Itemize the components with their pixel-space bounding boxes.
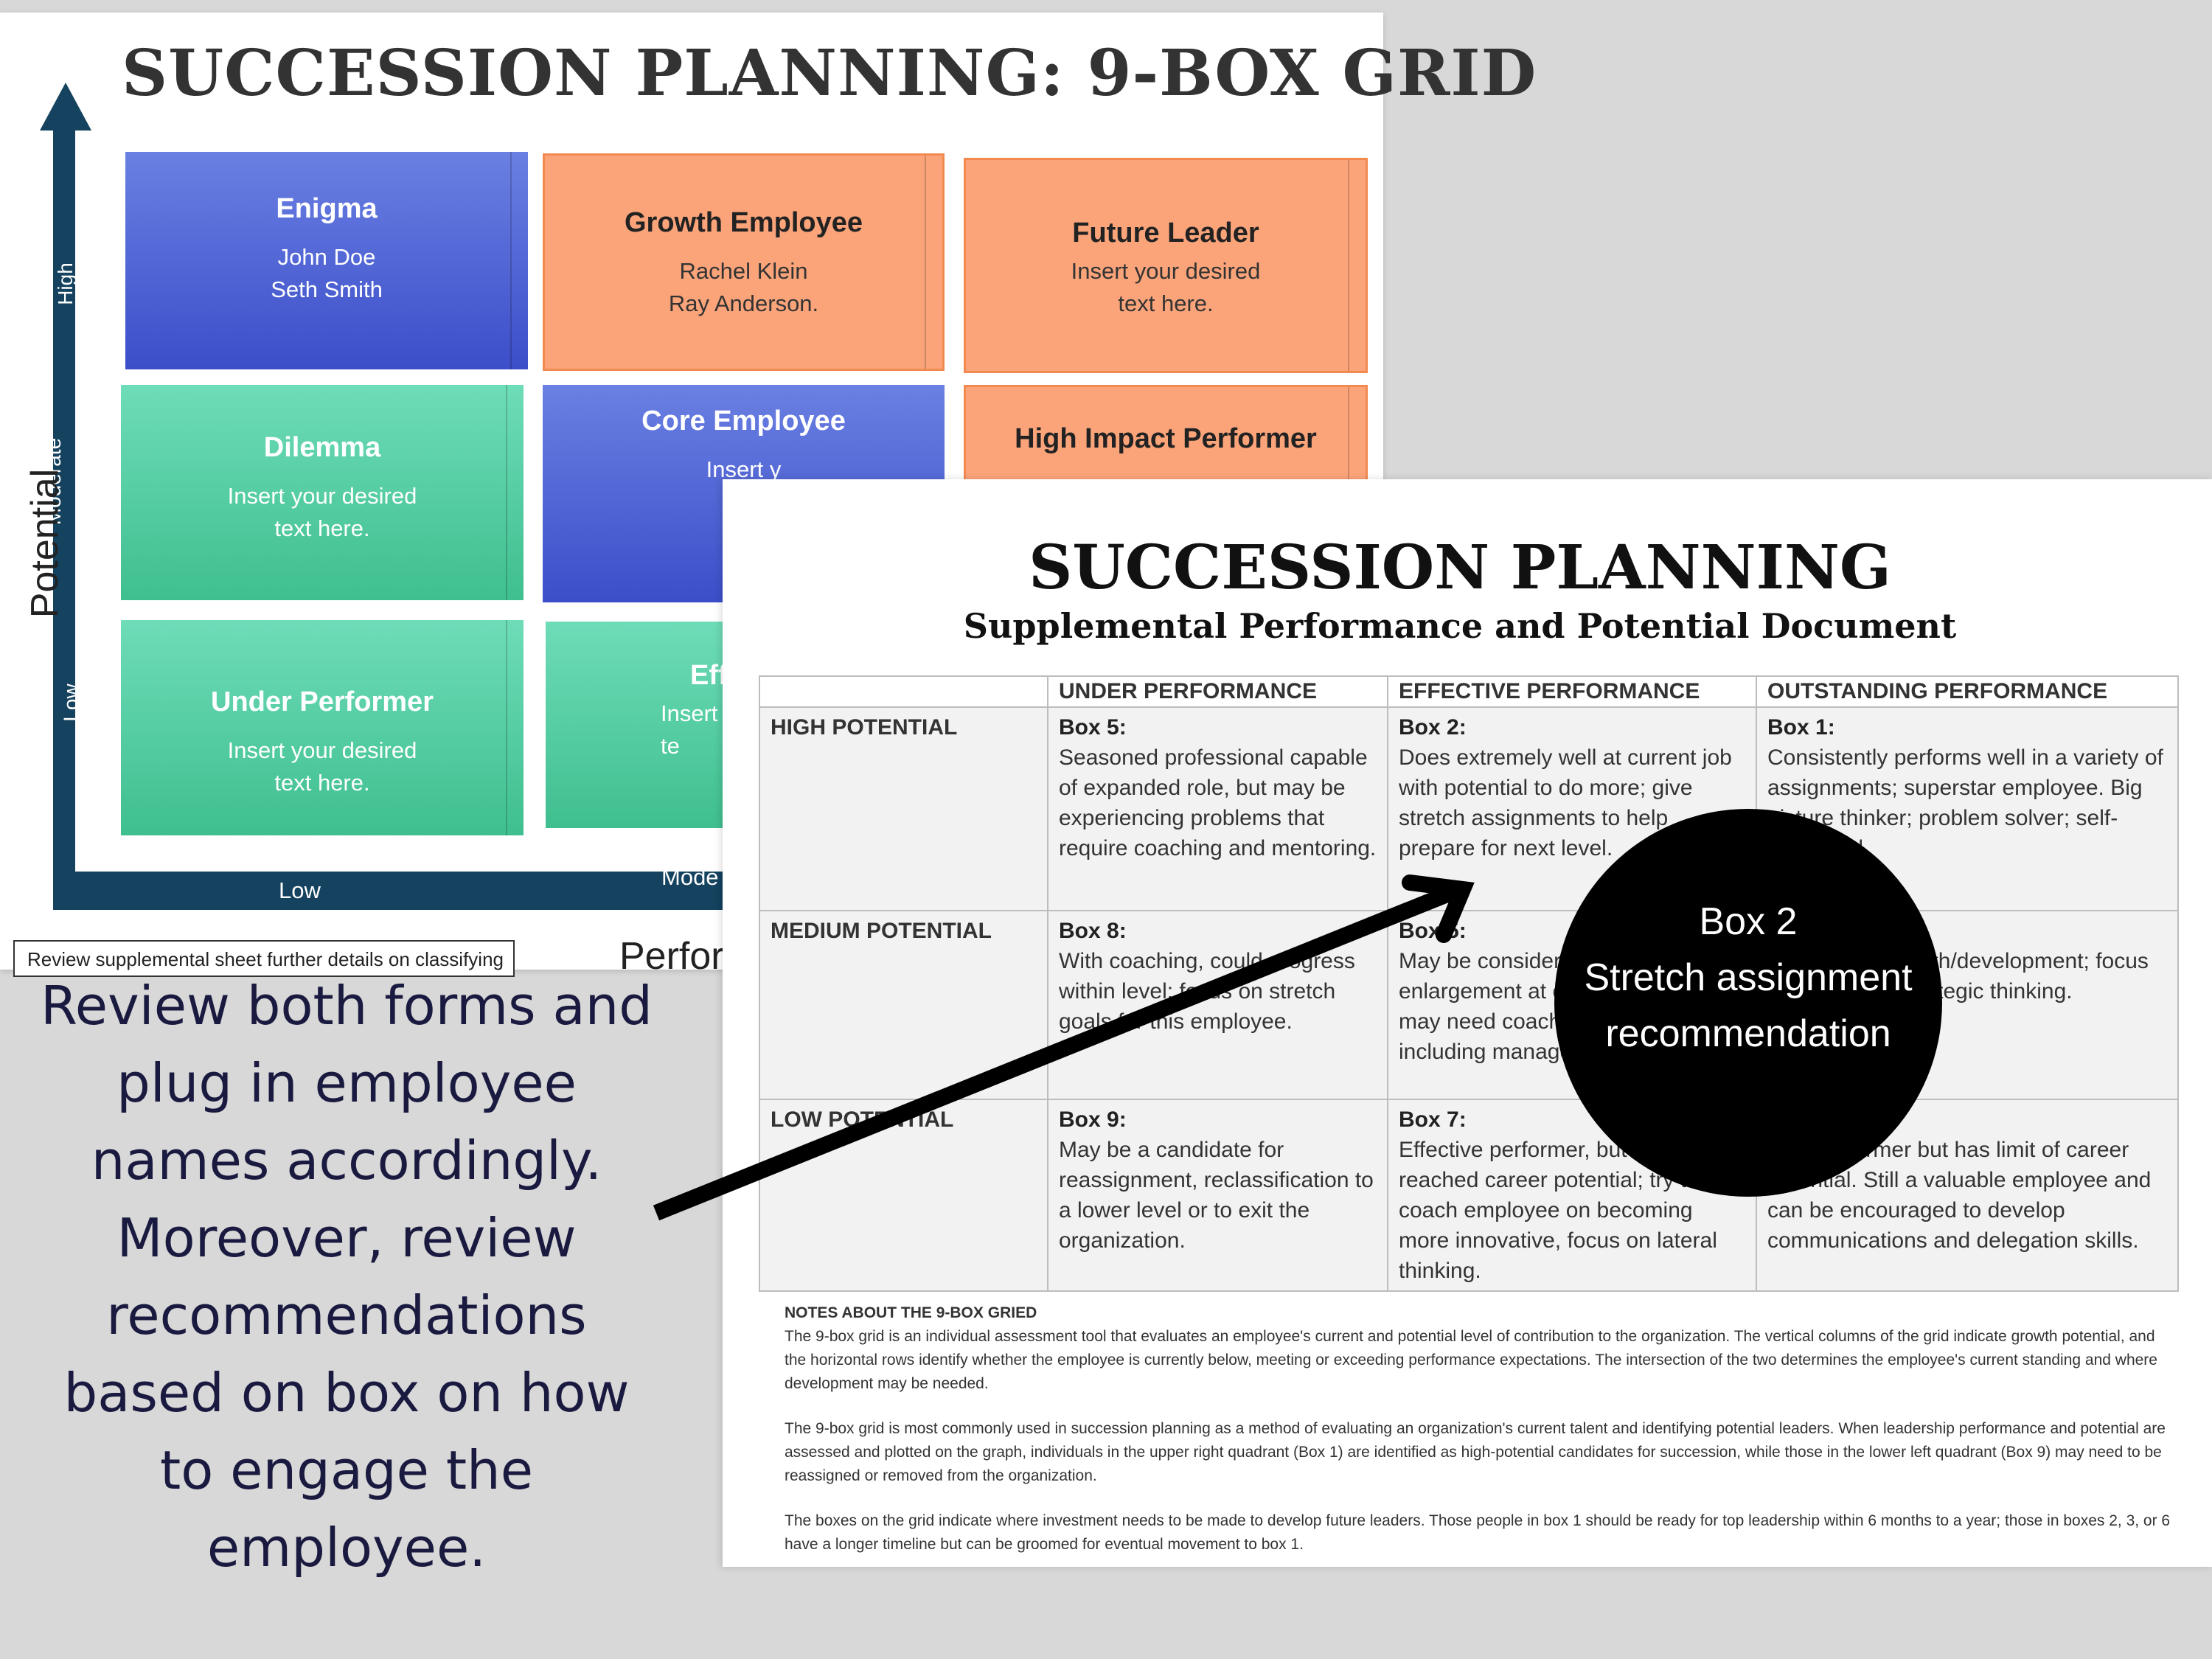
document-subtitle: Supplemental Performance and Potential D…: [963, 606, 1957, 646]
box-title: Core Employee: [641, 406, 846, 437]
notes-section: NOTES ABOUT THE 9-BOX GRIED The 9-box gr…: [785, 1301, 2171, 1578]
box-title: Under Performer: [211, 686, 434, 717]
cell-text: Consistently performs well in a variety …: [1767, 745, 2163, 860]
x-level-low: Low: [279, 877, 321, 903]
box-divider: [1348, 160, 1349, 371]
box-number: Box 9:: [1059, 1107, 1127, 1132]
table-cell: Box 5: Seasoned professional capable of e…: [1047, 706, 1388, 911]
box-body: Insert te: [661, 700, 718, 759]
table-row: LOW POTENTIAL Box 9: May be a candidate f…: [759, 1099, 2179, 1292]
row-label: HIGH POTENTIAL: [759, 706, 1048, 911]
potential-axis-label: Potential: [24, 468, 67, 619]
y-axis-arrowhead: [40, 83, 91, 131]
callout-line: Stretch assignment: [1584, 956, 1913, 999]
table-cell: high performer but has limit of career p…: [1756, 1099, 2179, 1292]
header-cell: UNDER PERFORMANCE: [1047, 675, 1388, 708]
box-number: Box 1:: [1767, 715, 1835, 740]
y-level-low: Low: [59, 684, 83, 722]
box-number: Box 5:: [1059, 715, 1127, 740]
instruction-text: Review both forms and plug in employee n…: [40, 975, 653, 1579]
performance-potential-table: UNDER PERFORMANCE EFFECTIVE PERFORMANCE …: [759, 675, 2179, 1292]
header-cell: OUTSTANDING PERFORMANCE: [1756, 675, 2179, 708]
box-growth-employee[interactable]: Growth Employee Rachel Klein Ray Anderso…: [543, 153, 945, 371]
box-under-performer[interactable]: Under Performer Insert your desired text…: [121, 620, 524, 835]
box-body: Insert your desired text here.: [227, 483, 417, 541]
header-cell: EFFECTIVE PERFORMANCE: [1387, 675, 1757, 708]
box-title: Growth Employee: [624, 207, 863, 238]
box-title: High Impact Performer: [1015, 423, 1317, 454]
notes-heading: NOTES ABOUT THE 9-BOX GRIED: [785, 1304, 1037, 1321]
row-label: MEDIUM POTENTIAL: [759, 910, 1048, 1100]
cell-text: Seasoned professional capable of expande…: [1059, 745, 1377, 860]
box-title: Enigma: [276, 193, 378, 224]
review-note-box: Review supplemental sheet further detail…: [13, 940, 515, 977]
cell-text: May be a candidate for reassignment, rec…: [1059, 1138, 1374, 1253]
box-divider: [925, 156, 926, 369]
callout-line: recommendation: [1605, 1012, 1891, 1055]
table-cell: Box 9: May be a candidate for reassignmen…: [1047, 1099, 1388, 1292]
callout-line: Box 2: [1699, 900, 1798, 943]
box-title: Future Leader: [1072, 218, 1259, 248]
cell-text: Does extremely well at current job with …: [1399, 745, 1732, 860]
document-title: SUCCESSION PLANNING: [1029, 532, 1891, 603]
row-label: LOW POTENTIAL: [759, 1099, 1048, 1292]
table-header-row: UNDER PERFORMANCE EFFECTIVE PERFORMANCE …: [759, 675, 2179, 708]
box-2-callout: Box 2 Stretch assignment recommendation: [1554, 809, 1942, 1197]
table-row: HIGH POTENTIAL Box 5: Seasoned profession…: [759, 706, 2179, 911]
box-number: Box 8:: [1059, 919, 1127, 943]
box-number: Box 2:: [1399, 715, 1467, 740]
box-body: Insert your desired text here.: [227, 737, 417, 796]
box-body: Insert your desired text here.: [1071, 258, 1261, 316]
box-enigma[interactable]: Enigma John Doe Seth Smith: [125, 152, 528, 369]
box-divider: [506, 385, 507, 600]
table-row: MEDIUM POTENTIAL Box 8: With coaching, co…: [759, 910, 2179, 1100]
notes-paragraph: The 9-box grid is most commonly used in …: [785, 1420, 2166, 1484]
box-body: John Doe Seth Smith: [271, 244, 383, 302]
box-divider: [506, 620, 507, 835]
box-divider: [510, 152, 512, 369]
box-body: Rachel Klein Ray Anderson.: [668, 258, 819, 316]
grid-title: SUCCESSION PLANNING: 9-BOX GRID: [122, 36, 1537, 111]
x-level-moderate: Mode: [661, 864, 719, 890]
box-divider: [1348, 387, 1349, 493]
header-cell: [759, 675, 1048, 708]
y-level-high: High: [53, 262, 77, 305]
box-dilemma[interactable]: Dilemma Insert your desired text here.: [121, 385, 524, 600]
box-future-leader[interactable]: Future Leader Insert your desired text h…: [964, 158, 1368, 373]
box-title: Eff: [690, 660, 728, 691]
notes-paragraph: The 9-box grid is an individual assessme…: [785, 1328, 2157, 1392]
notes-paragraph: The boxes on the grid indicate where inv…: [785, 1512, 2171, 1553]
supplemental-document-sheet: SUCCESSION PLANNING Supplemental Perform…: [723, 479, 2212, 1567]
table-cell: Box 8: With coaching, could progress with…: [1047, 910, 1388, 1100]
cell-text: With coaching, could progress within lev…: [1059, 949, 1355, 1034]
y-axis-bar: [53, 123, 75, 908]
box-title: Dilemma: [263, 432, 381, 463]
